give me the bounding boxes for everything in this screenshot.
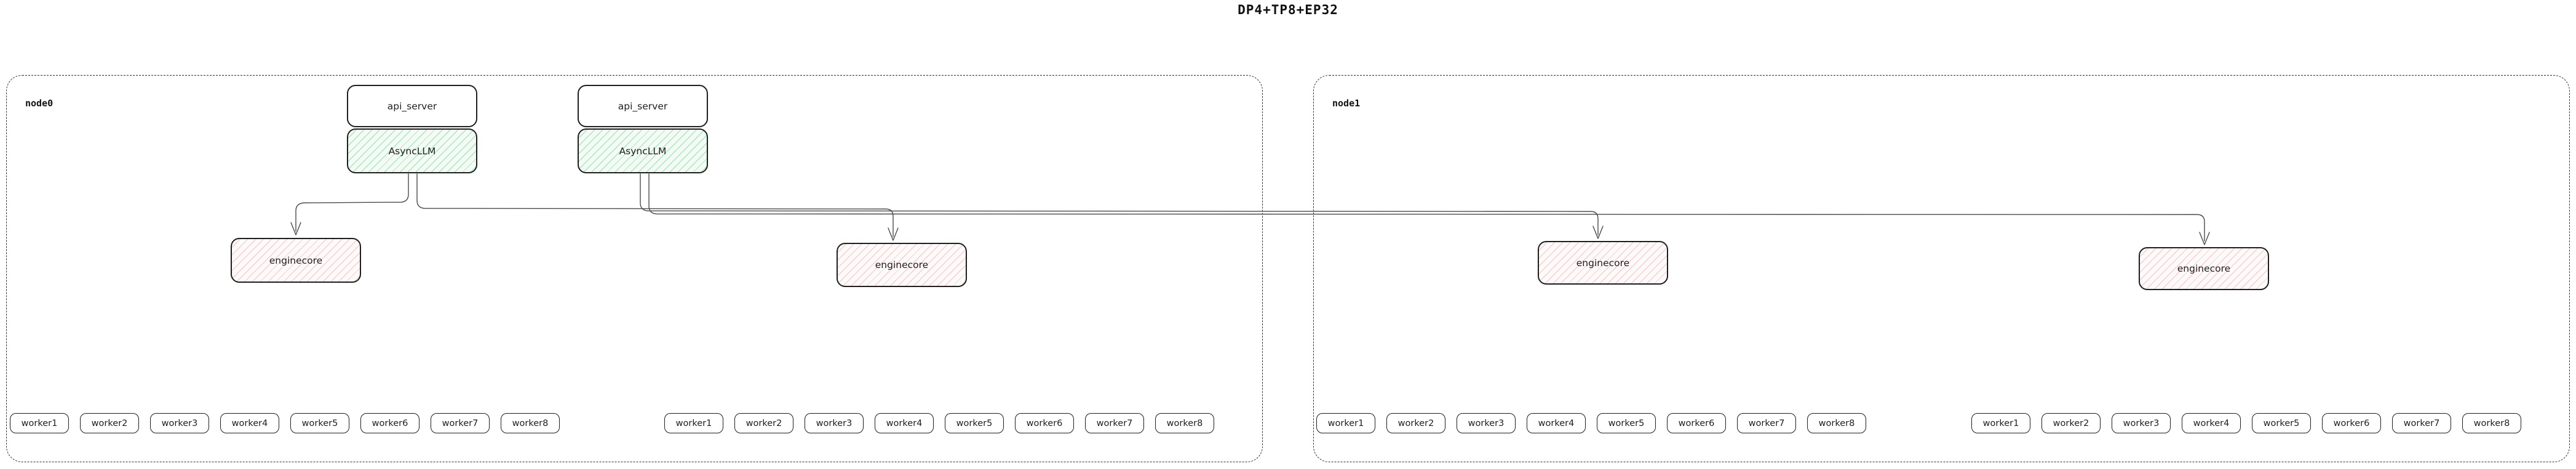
asyncllm-box-1: AsyncLLM xyxy=(347,128,477,173)
worker-box: worker8 xyxy=(2462,413,2521,433)
worker-box: worker4 xyxy=(2182,413,2241,433)
worker-group-1: worker1 worker2 worker3 worker4 worker5 … xyxy=(10,413,560,433)
node0-label: node0 xyxy=(25,98,54,109)
node0-container: node0 xyxy=(6,75,1263,462)
worker-box: worker7 xyxy=(1085,413,1144,433)
node1-label: node1 xyxy=(1332,98,1361,109)
enginecore-box-2: enginecore xyxy=(837,243,967,287)
asyncllm-box-2: AsyncLLM xyxy=(578,128,708,173)
worker-box: worker2 xyxy=(80,413,139,433)
worker-box: worker1 xyxy=(1316,413,1375,433)
api-server-box-2: api_server xyxy=(578,85,708,127)
worker-box: worker3 xyxy=(805,413,864,433)
worker-box: worker6 xyxy=(2322,413,2381,433)
worker-box: worker5 xyxy=(945,413,1004,433)
worker-box: worker8 xyxy=(1155,413,1214,433)
worker-box: worker7 xyxy=(1737,413,1796,433)
enginecore-box-1: enginecore xyxy=(231,238,361,283)
worker-box: worker4 xyxy=(875,413,934,433)
worker-box: worker8 xyxy=(1807,413,1866,433)
worker-box: worker2 xyxy=(2041,413,2101,433)
worker-box: worker5 xyxy=(2252,413,2311,433)
worker-box: worker3 xyxy=(150,413,209,433)
worker-box: worker3 xyxy=(2112,413,2171,433)
worker-box: worker6 xyxy=(1015,413,1074,433)
worker-box: worker8 xyxy=(501,413,560,433)
worker-box: worker4 xyxy=(220,413,279,433)
worker-box: worker1 xyxy=(10,413,69,433)
worker-box: worker4 xyxy=(1527,413,1586,433)
worker-box: worker7 xyxy=(431,413,490,433)
worker-box: worker2 xyxy=(1386,413,1445,433)
worker-box: worker5 xyxy=(290,413,349,433)
worker-box: worker3 xyxy=(1457,413,1516,433)
worker-box: worker7 xyxy=(2392,413,2451,433)
worker-box: worker5 xyxy=(1597,413,1656,433)
worker-box: worker1 xyxy=(1971,413,2030,433)
enginecore-box-3: enginecore xyxy=(1538,241,1668,285)
diagram-title: DP4+TP8+EP32 xyxy=(1238,2,1338,17)
worker-group-3: worker1 worker2 worker3 worker4 worker5 … xyxy=(1316,413,1866,433)
worker-group-4: worker1 worker2 worker3 worker4 worker5 … xyxy=(1971,413,2521,433)
worker-box: worker6 xyxy=(1667,413,1726,433)
worker-box: worker2 xyxy=(734,413,793,433)
enginecore-box-4: enginecore xyxy=(2139,247,2269,290)
node1-container: node1 xyxy=(1313,75,2570,462)
api-server-box-1: api_server xyxy=(347,85,477,127)
worker-box: worker6 xyxy=(360,413,419,433)
worker-box: worker1 xyxy=(664,413,723,433)
worker-group-2: worker1 worker2 worker3 worker4 worker5 … xyxy=(664,413,1214,433)
